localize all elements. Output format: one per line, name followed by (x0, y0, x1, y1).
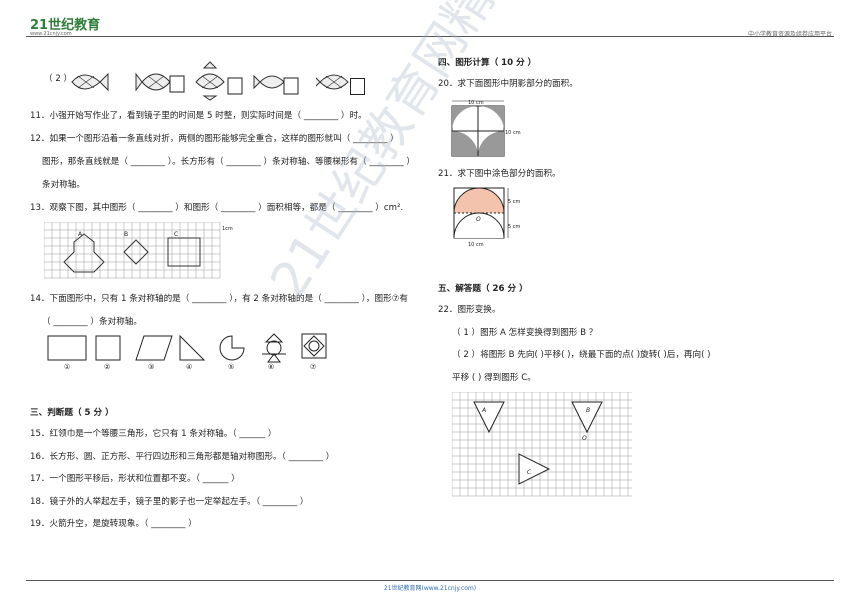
figure-c (167, 237, 201, 267)
q12-line3: 条对称轴。 (42, 180, 85, 190)
shape-3-parallelogram (135, 335, 173, 361)
shape-label-1: ① (64, 363, 71, 371)
q21-figure: 5 cm 5 cm O 10 cm (453, 187, 521, 248)
q22-part2-line1: （ 2 ）将图形 B 先向( )平移( )，绕最下面的点( )旋转( )后，再向… (452, 350, 711, 360)
q12-line1: 12．如果一个图形沿着一条直线对折，两侧的图形能够完全重合，这样的图形就叫（ _… (30, 134, 399, 144)
fig20-side-label: 10 cm (505, 130, 521, 136)
shape-label-4: ④ (186, 363, 193, 371)
q22-grid-figure: A B C O (452, 392, 632, 497)
fish-5 (316, 74, 349, 90)
shape-label-3: ③ (148, 363, 155, 371)
q14-line2: （ ________ ）条对称轴。 (42, 317, 142, 327)
q19: 19．火箭升空，是旋转现象。（ ________ ） (30, 519, 197, 529)
fish-4 (253, 74, 285, 90)
q18: 18．镜子外的人举起左手，镜子里的影子也一定举起左手。（ ________ ） (30, 497, 309, 507)
grid-unit-label: 1cm (222, 226, 233, 232)
watermark: 21世纪教育网精选资料 (259, 0, 588, 308)
fish-2 (135, 72, 171, 92)
header-logo: 21世纪教育 www.21cnjy.com (30, 14, 100, 37)
label-a: A (481, 407, 486, 414)
section-5-title: 五、解答题（ 26 分 ） (438, 284, 528, 294)
section-3-title: 三、判断题（ 5 分 ） (30, 408, 114, 418)
q22-part1: （ 1 ）图形 A 怎样变换得到图形 B ？ (452, 328, 598, 338)
shape-4-triangle (179, 334, 206, 361)
label-c: C (527, 469, 532, 476)
figure-b (123, 239, 149, 265)
q12-line2: 图形，那条直线就是（ ________ ）。长方形有（ ________ ）条对… (42, 157, 416, 167)
shape-label-6: ⑥ (268, 363, 275, 371)
logo-sub: www.21cnjy.com (30, 31, 72, 37)
label-a: A (78, 231, 83, 238)
q21: 21．求下图中涂色部分的面积。 (438, 169, 561, 179)
footer-divider (26, 580, 834, 581)
shape-label-7: ⑦ (310, 363, 317, 371)
shape-6-composite (262, 333, 286, 363)
answer-box-3 (283, 77, 299, 95)
q16: 16．长方形、圆、正方形、平行四边形和三角形都是轴对称图形。（ ________… (30, 452, 335, 462)
shape-7-square-diamond (301, 333, 327, 359)
fish-1 (71, 72, 109, 92)
section-4-title: 四、图形计算（ 10 分 ） (438, 58, 537, 68)
fig20-top-label: 10 cm (468, 100, 484, 106)
header-right-text: 中小学教育资源及组卷应用平台 (747, 31, 832, 38)
q15: 15．红领巾是一个等腰三角形，它只有 1 条对称轴。（ ______ ） (30, 429, 277, 439)
q14-shapes (47, 333, 327, 363)
triangle-b (571, 401, 603, 434)
q13: 13．观察下图，其中图形（ ________ ）和图形（ ________ ）面… (30, 203, 404, 213)
footer-text: 21世纪教育网(www.21cnjy.com) (383, 585, 477, 592)
answer-box-1 (169, 75, 185, 93)
logo-text: 21世纪教育 (30, 18, 101, 33)
q13-grid-figure: A B C 1cm (44, 222, 233, 279)
header-divider (26, 36, 834, 37)
fig21-center-label: O (476, 216, 481, 223)
label-o: O (582, 435, 587, 442)
shape-2-square (95, 335, 121, 361)
q11: 11．小强开始写作业了，看到镜子里的时间是 5 时整，则实际时间是（ _____… (30, 111, 367, 121)
answer-box-4 (350, 78, 365, 95)
fig21-side1-label: 5 cm (508, 199, 521, 205)
answer-box-2 (227, 77, 243, 95)
q20: 20．求下面图形中阴影部分的面积。 (438, 79, 578, 89)
figure-a (63, 233, 105, 273)
q10-part2-label: （ 2 ） (44, 74, 73, 84)
label-c: C (174, 231, 178, 238)
q22: 22．图形变换。 (438, 305, 501, 315)
fig21-side2-label: 5 cm (508, 224, 521, 230)
fig21-bottom-label: 10 cm (468, 242, 484, 248)
q14-shape-labels: ① ② ③ ④ ⑤ ⑥ ⑦ (44, 362, 334, 374)
shape-5-sector (219, 335, 245, 361)
q14-line1: 14．下面图形中，只有 1 条对称轴的是（ ________ ），有 2 条对称… (30, 294, 408, 304)
q22-part2-line2: 平移 ( ) 得到图形 C。 (452, 373, 536, 383)
q17: 17．一个图形平移后，形状和位置都不变。（ ______ ） (30, 474, 240, 484)
label-b: B (586, 407, 590, 414)
label-b: B (124, 231, 128, 238)
fish-figures (71, 61, 299, 101)
triangle-a (473, 401, 505, 434)
triangle-c (518, 453, 551, 485)
shape-label-5: ⑤ (228, 363, 235, 371)
q20-figure: 10 cm 10 cm (451, 100, 521, 157)
shape-1-rectangle (47, 335, 87, 361)
shape-label-2: ② (104, 363, 111, 371)
fish-3 (195, 61, 225, 101)
